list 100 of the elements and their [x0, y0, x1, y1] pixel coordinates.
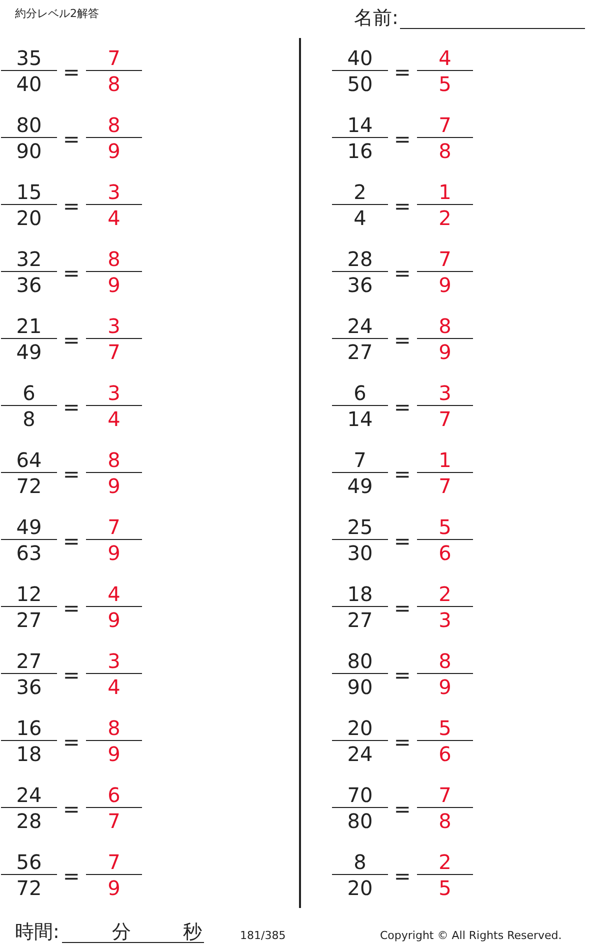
answer-numerator: 3 — [108, 649, 120, 673]
denominator: 72 — [16, 875, 42, 901]
numerator: 24 — [16, 783, 42, 807]
answer-denominator: 8 — [438, 808, 452, 834]
equals-sign: = — [63, 60, 80, 84]
answer-numerator: 8 — [108, 448, 120, 472]
equals-sign: = — [394, 663, 411, 687]
numerator: 7 — [354, 448, 366, 472]
equals-sign: = — [394, 797, 411, 821]
denominator: 8 — [22, 406, 36, 432]
equals-sign: = — [394, 864, 411, 888]
equals-sign: = — [63, 864, 80, 888]
denominator: 49 — [16, 339, 42, 365]
equals-sign: = — [63, 730, 80, 754]
denominator: 27 — [347, 339, 373, 365]
answer-denominator: 5 — [438, 71, 452, 97]
denominator: 27 — [347, 607, 373, 633]
answer-denominator: 7 — [108, 808, 120, 834]
denominator: 20 — [16, 205, 42, 231]
equals-sign: = — [63, 596, 80, 620]
answer-numerator: 6 — [108, 783, 120, 807]
numerator: 15 — [16, 180, 42, 204]
answer-denominator: 9 — [108, 272, 120, 298]
answer-denominator: 6 — [438, 540, 452, 566]
answer-numerator: 5 — [438, 515, 452, 539]
answer-numerator: 7 — [438, 783, 452, 807]
numerator: 20 — [347, 716, 373, 740]
answer-numerator: 1 — [438, 448, 452, 472]
answer-numerator: 1 — [438, 180, 452, 204]
numerator: 28 — [347, 247, 373, 271]
name-label: 名前: — [354, 6, 398, 30]
answer-denominator: 8 — [438, 138, 452, 164]
numerator: 80 — [347, 649, 373, 673]
answer-numerator: 2 — [438, 582, 452, 606]
answer-numerator: 8 — [108, 716, 120, 740]
answer-numerator: 7 — [438, 247, 452, 271]
denominator: 63 — [16, 540, 42, 566]
equals-sign: = — [63, 127, 80, 151]
answer-numerator: 7 — [108, 850, 120, 874]
numerator: 35 — [16, 46, 42, 70]
answer-denominator: 9 — [438, 674, 452, 700]
equals-sign: = — [394, 730, 411, 754]
answer-denominator: 9 — [108, 473, 120, 499]
answer-denominator: 6 — [438, 741, 452, 767]
numerator: 40 — [347, 46, 373, 70]
answer-denominator: 4 — [108, 205, 120, 231]
answer-denominator: 9 — [108, 875, 120, 901]
answer-denominator: 2 — [438, 205, 452, 231]
equals-sign: = — [63, 797, 80, 821]
numerator: 18 — [347, 582, 373, 606]
equals-sign: = — [394, 127, 411, 151]
answer-numerator: 4 — [108, 582, 120, 606]
answer-numerator: 7 — [108, 46, 120, 70]
answer-numerator: 4 — [438, 46, 452, 70]
denominator: 16 — [347, 138, 373, 164]
denominator: 4 — [354, 205, 366, 231]
numerator: 8 — [354, 850, 366, 874]
equals-sign: = — [63, 395, 80, 419]
denominator: 36 — [16, 272, 42, 298]
denominator: 24 — [347, 741, 373, 767]
answer-numerator: 8 — [108, 247, 120, 271]
answer-numerator: 5 — [438, 716, 452, 740]
equals-sign: = — [394, 194, 411, 218]
denominator: 40 — [16, 71, 42, 97]
answer-denominator: 9 — [108, 607, 120, 633]
numerator: 32 — [16, 247, 42, 271]
numerator: 56 — [16, 850, 42, 874]
answer-denominator: 7 — [438, 473, 452, 499]
numerator: 2 — [354, 180, 366, 204]
copyright-notice: Copyright © All Rights Reserved. — [380, 928, 562, 944]
answer-numerator: 8 — [108, 113, 120, 137]
worksheet-title: 約分レベル2解答 — [15, 6, 99, 22]
answer-denominator: 5 — [438, 875, 452, 901]
numerator: 80 — [16, 113, 42, 137]
answer-numerator: 3 — [108, 180, 120, 204]
equals-sign: = — [394, 529, 411, 553]
answer-denominator: 9 — [438, 339, 452, 365]
answer-numerator: 7 — [108, 515, 120, 539]
denominator: 27 — [16, 607, 42, 633]
answer-denominator: 9 — [438, 272, 452, 298]
denominator: 80 — [347, 808, 373, 834]
answer-denominator: 4 — [108, 406, 120, 432]
numerator: 12 — [16, 582, 42, 606]
numerator: 6 — [22, 381, 36, 405]
denominator: 90 — [347, 674, 373, 700]
denominator: 14 — [347, 406, 373, 432]
denominator: 36 — [347, 272, 373, 298]
denominator: 90 — [16, 138, 42, 164]
answer-numerator: 3 — [108, 314, 120, 338]
minutes-label: 分 — [112, 920, 131, 944]
denominator: 49 — [347, 473, 373, 499]
numerator: 25 — [347, 515, 373, 539]
answer-numerator: 3 — [438, 381, 452, 405]
numerator: 14 — [347, 113, 373, 137]
equals-sign: = — [63, 328, 80, 352]
denominator: 18 — [16, 741, 42, 767]
answer-denominator: 9 — [108, 741, 120, 767]
denominator: 36 — [16, 674, 42, 700]
denominator: 30 — [347, 540, 373, 566]
equals-sign: = — [394, 462, 411, 486]
